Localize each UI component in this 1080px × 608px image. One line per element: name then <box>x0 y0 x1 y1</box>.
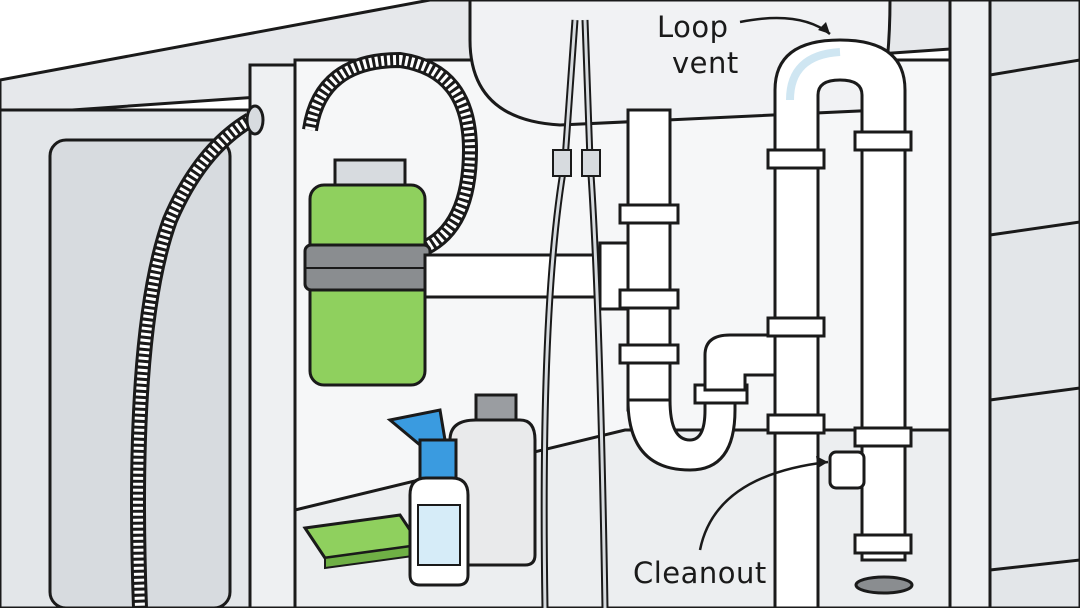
p-trap <box>618 108 782 472</box>
disposer-hose <box>302 51 479 258</box>
dishwasher-hose <box>130 104 265 608</box>
cleanout-label: Cleanout <box>633 556 767 590</box>
garbage-disposer <box>303 158 432 387</box>
cleanout-plug <box>828 450 866 490</box>
spray-bottle-icon <box>386 408 470 587</box>
jug-icon <box>448 393 537 567</box>
supply-lines <box>540 19 609 608</box>
loop-vent-label-line1: Loop <box>657 10 729 44</box>
loop-vent-label-line2: vent <box>672 46 739 80</box>
annotation-arrows <box>698 16 831 551</box>
